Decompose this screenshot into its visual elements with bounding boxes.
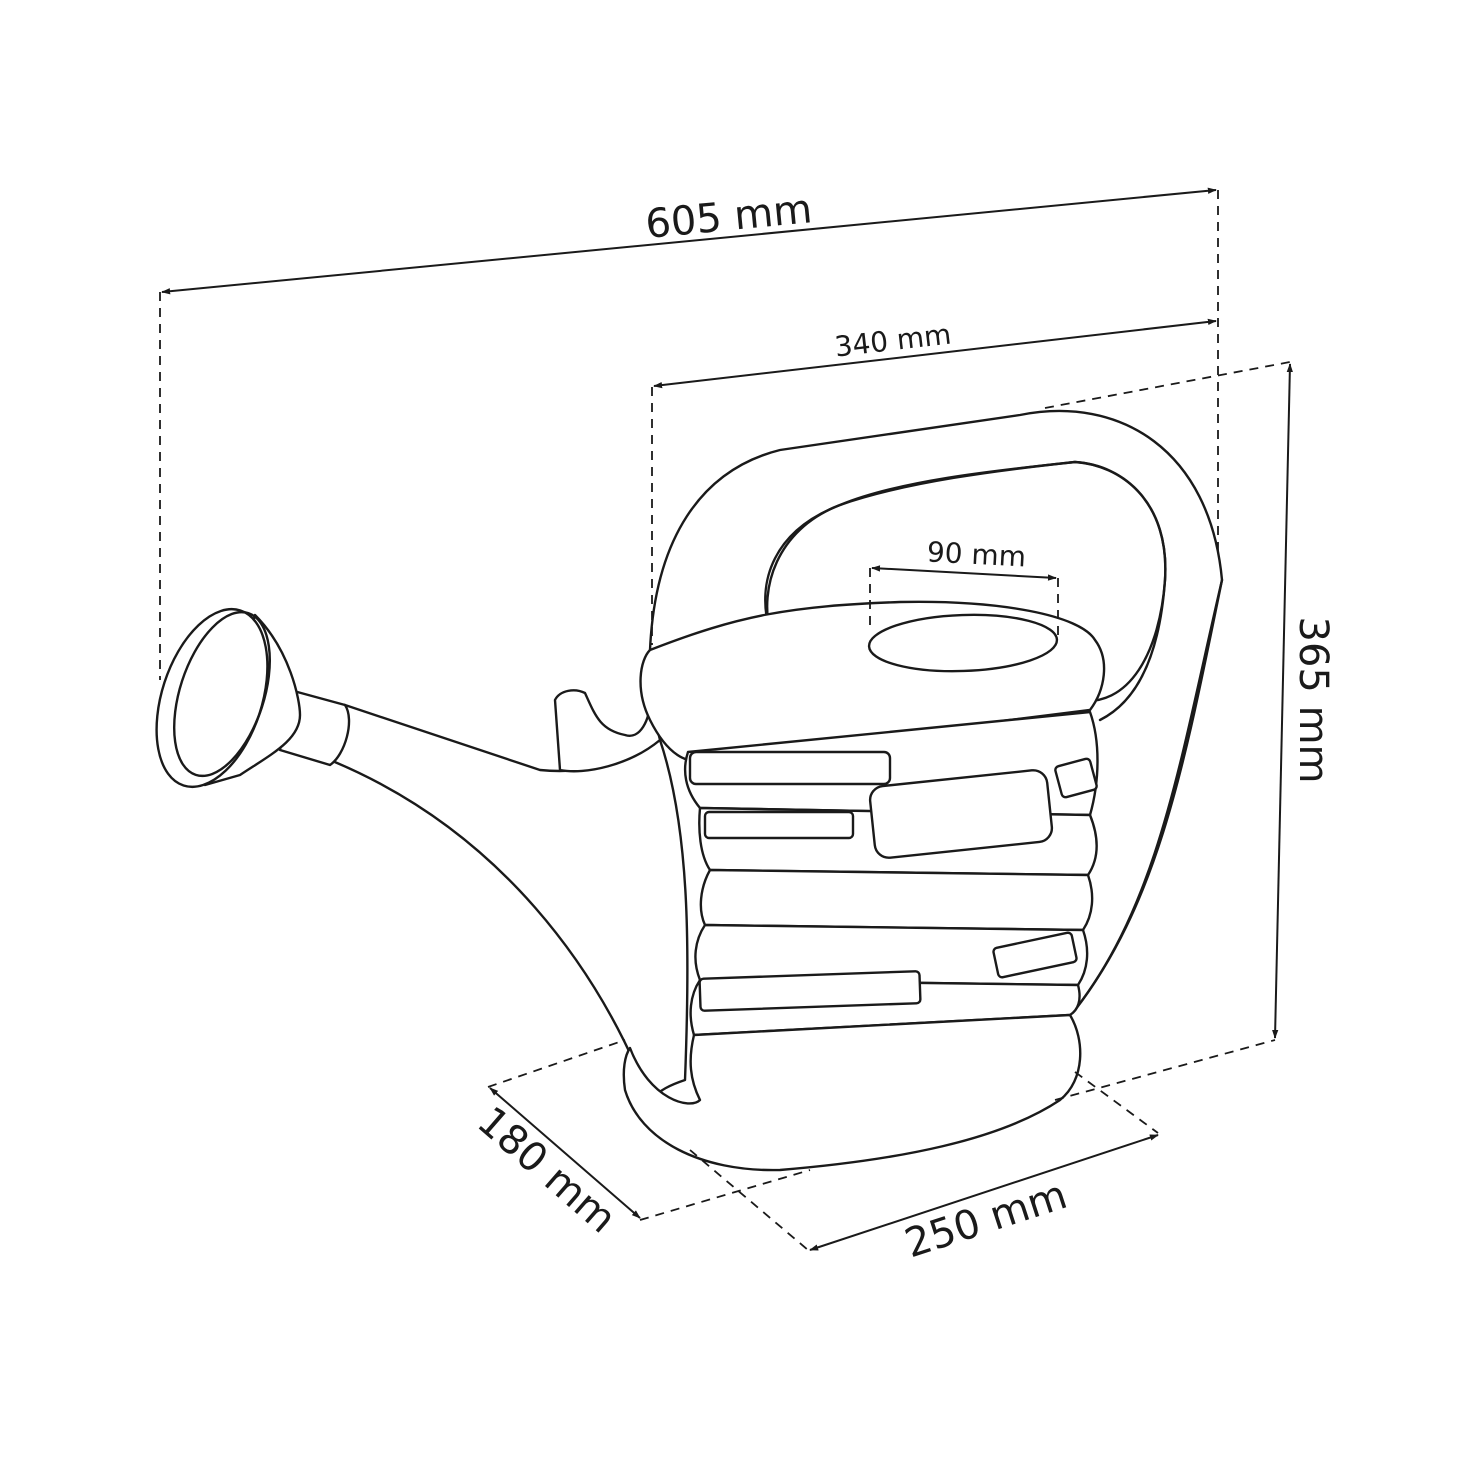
band-slot-4 [992,931,1078,979]
handle-grip-hole [764,460,1167,722]
body-base [622,1013,1082,1172]
handle-back-edge [1073,578,1224,1012]
body-band-3 [699,868,1094,932]
band-slot-2 [703,810,855,840]
dimension-opening: 90 mm [869,535,1059,640]
watering-can [155,409,1224,1172]
band-slot-1 [688,750,892,786]
label-base-depth: 180 mm [468,1098,624,1242]
label-height: 365 mm [1290,617,1336,784]
fill-opening [867,613,1059,673]
rose-face-inner [172,610,272,778]
dimension-height: 365 mm [1044,361,1336,1101]
band-slot-label [868,769,1054,859]
band-slot-3 [698,970,922,1012]
label-total-length: 605 mm [643,186,814,248]
label-base-width: 250 mm [899,1172,1072,1267]
band-slot-5 [1054,757,1098,799]
vent-post [553,689,662,773]
label-opening: 90 mm [926,535,1027,573]
label-body-length: 340 mm [833,318,953,364]
